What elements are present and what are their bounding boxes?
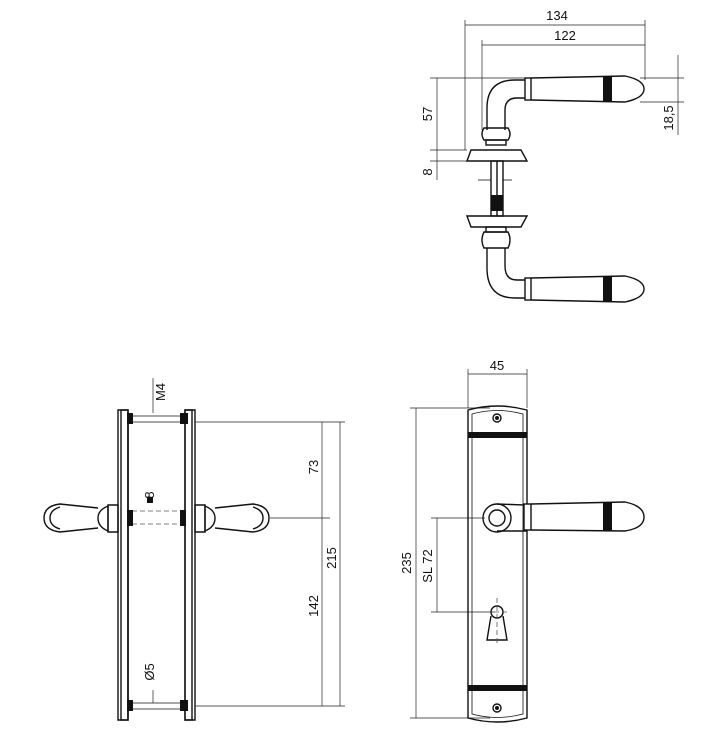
dim-plate-height: 235 xyxy=(399,552,414,574)
dim-height: 57 xyxy=(420,107,435,121)
dim-screw-thread: M4 xyxy=(153,383,168,401)
dim-lever-width: 122 xyxy=(554,28,576,43)
front-view: 45 235 SL 72 xyxy=(399,358,645,723)
spindle xyxy=(478,160,512,217)
side-right-lever xyxy=(194,503,270,533)
dim-rose-thickness: 8 xyxy=(420,168,435,175)
dim-lower-distance: 142 xyxy=(306,595,321,617)
lower-lever xyxy=(466,215,645,303)
dim-total-distance: 215 xyxy=(324,547,339,569)
dim-overall-width: 134 xyxy=(546,8,568,23)
dim-plate-width: 45 xyxy=(490,358,504,373)
upper-lever xyxy=(466,75,645,162)
dim-hole-diameter: Ø5 xyxy=(142,663,157,680)
dim-grip-diameter: 18,5 xyxy=(661,105,676,130)
side-view: M4 8 Ø5 73 215 142 xyxy=(43,378,345,721)
dim-spindle-square: 8 xyxy=(142,491,157,498)
top-view: 134 122 57 8 18,5 xyxy=(420,8,684,303)
dim-center-distance: SL 72 xyxy=(420,549,435,583)
dim-upper-distance: 73 xyxy=(306,460,321,474)
side-left-lever xyxy=(43,503,119,533)
